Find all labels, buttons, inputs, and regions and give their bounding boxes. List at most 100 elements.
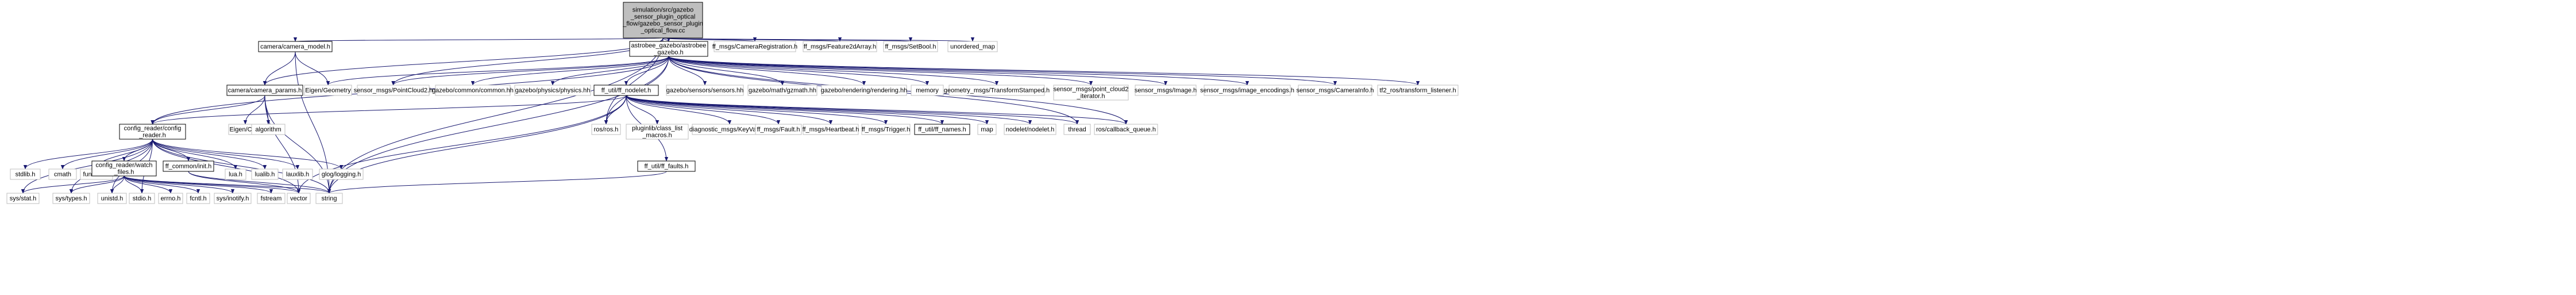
node-label-line: ff_msgs/CameraRegistration.h (712, 44, 797, 51)
node-box (97, 193, 127, 204)
node-camera-params[interactable]: camera/camera_params.h (226, 85, 303, 96)
node-gazebo-sensors: gazebo/sensors/sensors.hh (666, 85, 744, 96)
node-box (1135, 85, 1197, 96)
node-box (637, 160, 696, 172)
node-stdio: stdio.h (129, 193, 155, 204)
node-label-line: pluginlib/class_list (632, 125, 682, 132)
edge-n_ff_nodelet-to-n_trigger (626, 95, 888, 125)
node-label-line: camera/camera_model.h (260, 44, 330, 51)
node-root[interactable]: simulation/src/gazebo_sensor_plugin_opti… (622, 2, 703, 39)
node-box (626, 124, 689, 140)
node-box (861, 124, 911, 135)
node-box (52, 193, 90, 204)
node-label-line: gazebo/math/gzmath.hh (749, 87, 816, 94)
node-label-line: gazebo/rendering/rendering.hh (821, 87, 907, 94)
node-tf2-listener: tf2_ros/transform_listener.h (1377, 85, 1459, 96)
edge-n_astrobee_gazebo-to-n_image_encodings (668, 56, 1249, 86)
node-box (1377, 85, 1459, 96)
node-label-line: unordered_map (950, 44, 995, 51)
node-label-line: ff_util/ff_names.h (918, 127, 966, 133)
node-box (319, 168, 364, 180)
edge-n_config_reader-to-n_stdlib (23, 139, 153, 170)
node-box (304, 85, 352, 96)
node-camera-registration: ff_msgs/CameraRegistration.h (712, 41, 797, 52)
edge-n_root-to-n_string (327, 37, 664, 194)
node-lualib: lualib.h (251, 168, 279, 180)
edge-n_ff_nodelet-to-n_ff_names (626, 95, 944, 125)
node-box (6, 193, 40, 204)
edge-n_watch_files-to-n_fcntl (124, 175, 200, 194)
edge-n_config_reader-to-n_string (152, 139, 331, 194)
node-label-line: string (322, 196, 337, 202)
node-eigen-geometry: Eigen/Geometry (304, 85, 352, 96)
node-config-reader[interactable]: config_reader/config_reader.h (119, 124, 186, 140)
node-box (357, 85, 430, 96)
node-trigger: ff_msgs/Trigger.h (861, 124, 911, 135)
node-inotify: sys/inotify.h (214, 193, 252, 204)
node-box (714, 41, 796, 52)
node-label-line: sys/inotify.h (217, 196, 249, 202)
node-box (514, 85, 591, 96)
node-unistd: unistd.h (97, 193, 127, 204)
node-box (914, 124, 970, 135)
edge-n_camera_model-to-n_eigen_geometry (295, 51, 330, 86)
node-fault: ff_msgs/Fault.h (755, 124, 802, 135)
node-transform-stamped: geometry_msgs/TransformStamped.h (944, 85, 1050, 96)
edge-n_astrobee_gazebo-to-n_gazebo_physics (550, 56, 669, 86)
edge-n_ff_nodelet-to-n_vector (296, 95, 627, 194)
node-ros: ros/ros.h (591, 124, 621, 135)
edge-n_ff_nodelet-to-n_heartbeat (626, 95, 833, 125)
edge-n_ff_nodelet-to-n_nodelet (626, 95, 1032, 125)
node-label-line: _gazebo.h (653, 49, 683, 56)
edge-n_config_reader-to-n_vector (152, 139, 301, 194)
node-ff-common-init[interactable]: ff_common/init.h (163, 160, 214, 172)
node-box (226, 85, 303, 96)
edge-n_root-to-n_camera_registration (662, 37, 757, 42)
node-sensor-image: sensor_msgs/Image.h (1135, 85, 1197, 96)
edge-n_ff_nodelet-to-n_key_value (626, 95, 732, 125)
node-box (883, 41, 938, 52)
edge-n_camera_params-to-n_eigen_core (243, 95, 265, 125)
node-box (129, 193, 155, 204)
node-label-line: ff_util/ff_faults.h (645, 163, 689, 170)
node-watch-files[interactable]: config_reader/watch_files.h (91, 160, 157, 177)
edge-n_watch_files-to-n_sys_stat (21, 175, 125, 194)
node-box (803, 41, 877, 52)
node-box (666, 85, 744, 96)
edge-n_astrobee_gazebo-to-n_gazebo_rendering (668, 56, 866, 86)
node-box (251, 124, 286, 135)
node-ff-names[interactable]: ff_util/ff_names.h (914, 124, 970, 135)
edge-n_ff_nodelet-to-n_fault (626, 95, 781, 125)
node-ff-faults[interactable]: ff_util/ff_faults.h (637, 160, 696, 172)
node-label-line: ff_msgs/Heartbeat.h (803, 127, 859, 133)
node-box (1004, 124, 1056, 135)
node-callback-queue: ros/callback_queue.h (1094, 124, 1158, 135)
edge-n_camera_params-to-n_algorithm (264, 95, 271, 125)
edge-n_config_reader-to-n_sys_stat (21, 139, 153, 194)
edge-n_config_reader-to-n_glog (152, 139, 344, 170)
node-gazebo-common: gazebo/common/common.hh (432, 85, 514, 96)
node-label-line: glog/logging.h (322, 171, 361, 178)
node-fstream: fstream (257, 193, 286, 204)
node-label-line: tf2_ros/transform_listener.h (1379, 87, 1456, 94)
edge-n_astrobee_gazebo-to-n_sensor_image (668, 56, 1167, 86)
edge-n_ff_nodelet-to-n_config_reader (151, 95, 627, 125)
node-astrobee-gazebo[interactable]: astrobee_gazebo/astrobee_gazebo.h (629, 41, 708, 57)
node-label-line: ff_msgs/Trigger.h (862, 127, 910, 133)
node-label-line: lauxlib.h (286, 171, 309, 178)
node-label-line: nodelet/nodelet.h (1006, 127, 1054, 133)
node-label-line: _macros.h (642, 132, 672, 139)
edge-n_astrobee_gazebo-to-n_eigen_geometry (326, 56, 669, 86)
node-label-line: ros/callback_queue.h (1096, 127, 1156, 133)
node-label-line: _iterator.h (1077, 93, 1105, 100)
node-label-line: stdio.h (133, 196, 151, 202)
node-box (591, 124, 621, 135)
node-box (225, 168, 246, 180)
node-box (1204, 85, 1291, 96)
node-ff-nodelet[interactable]: ff_util/ff_nodelet.h (593, 85, 659, 96)
node-label-line: thread (1068, 127, 1086, 133)
node-nodelet: nodelet/nodelet.h (1004, 124, 1056, 135)
edge-n_ff_nodelet-to-n_callback_queue (626, 95, 1128, 125)
node-camera-model[interactable]: camera/camera_model.h (258, 41, 333, 52)
node-sys-stat: sys/stat.h (6, 193, 40, 204)
